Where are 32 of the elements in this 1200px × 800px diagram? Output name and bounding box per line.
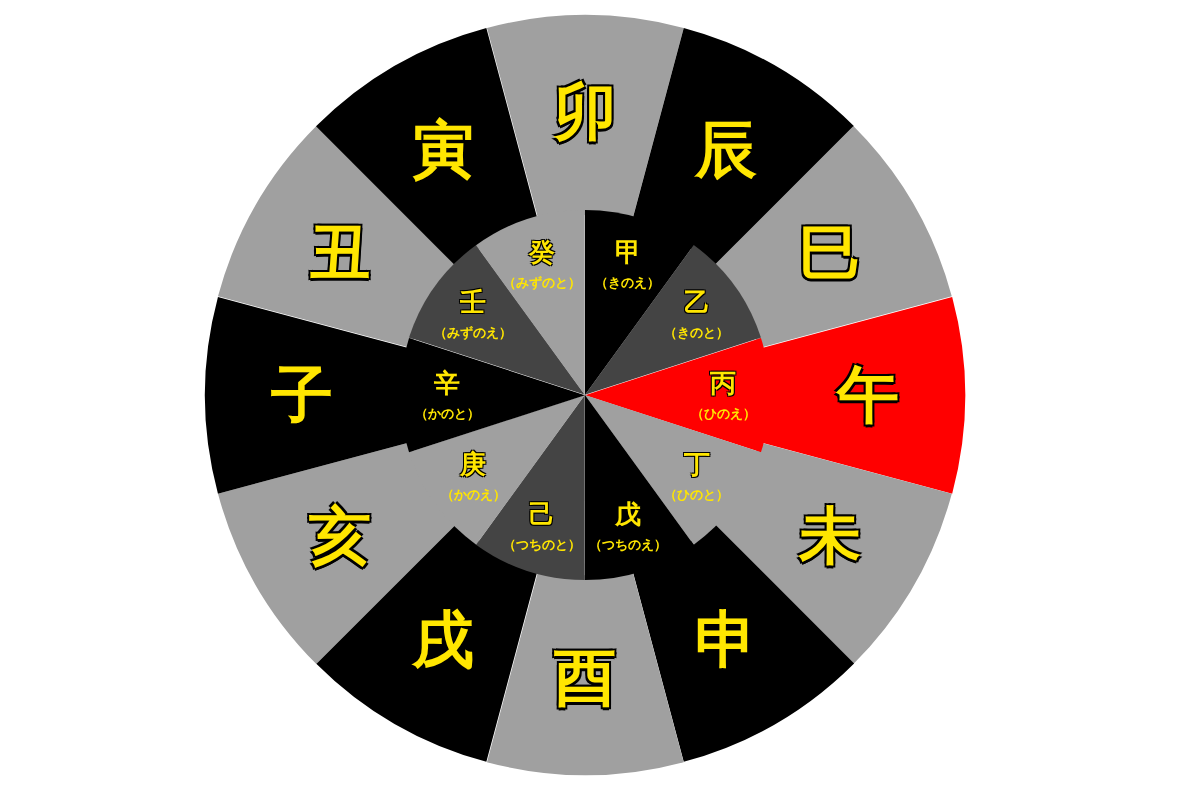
reading-text: （みずのえ）: [434, 325, 513, 339]
stem-character: 丁: [683, 451, 710, 478]
branch-character: 戌: [412, 609, 475, 672]
stem-character: 己: [529, 501, 556, 528]
reading-text: （ひのと）: [664, 487, 730, 501]
branch-character: 丑: [308, 222, 371, 285]
reading-text: （かのえ）: [440, 487, 506, 501]
reading-text: （きのえ）: [595, 275, 661, 289]
reading-text: （つちのえ）: [588, 537, 667, 551]
reading-text: （ひのえ）: [690, 406, 756, 420]
branch-character: 酉: [554, 647, 616, 709]
branch-character: 午: [837, 364, 899, 426]
branch-character: 未: [799, 505, 862, 568]
branch-character: 卯: [554, 81, 616, 143]
branch-character: 巳: [799, 222, 862, 285]
stem-character: 癸: [529, 238, 556, 265]
stem-character: 辛: [434, 370, 460, 396]
stem-character: 戊: [614, 501, 641, 528]
stem-character: 甲: [614, 238, 641, 265]
stem-character: 丙: [710, 370, 736, 396]
reading-text: （みずのと）: [503, 275, 582, 289]
reading-text: （かのと）: [414, 406, 480, 420]
branch-character: 辰: [695, 118, 758, 181]
stem-character: 壬: [460, 288, 487, 315]
stem-character: 庚: [460, 451, 487, 478]
branch-character: 寅: [412, 118, 475, 181]
stem-character: 乙: [683, 288, 710, 315]
branch-character: 申: [695, 609, 758, 672]
reading-text: （きのと）: [664, 325, 730, 339]
branch-character: 亥: [308, 505, 371, 568]
reading-text: （つちのと）: [503, 537, 582, 551]
branch-character: 子: [271, 364, 333, 426]
